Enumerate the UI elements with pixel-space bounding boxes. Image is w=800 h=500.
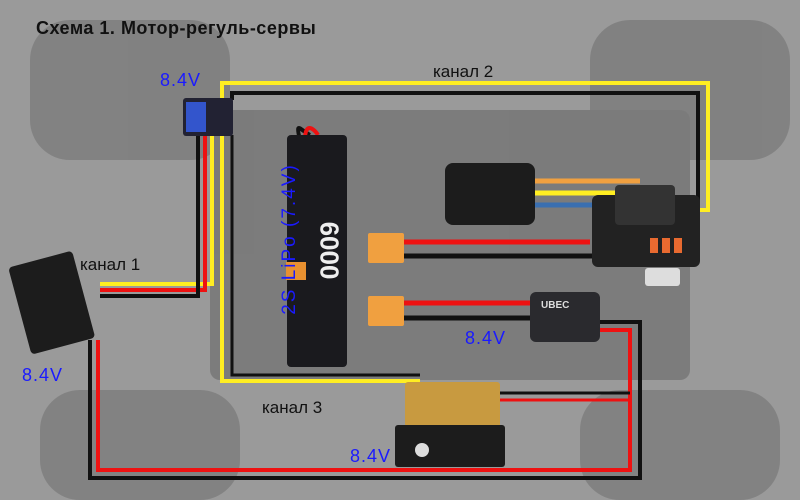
wire-channel-3	[220, 135, 420, 383]
channel-1-label: канал 1	[80, 255, 141, 274]
steering-servo	[9, 251, 95, 354]
battery	[286, 126, 347, 367]
diagram-title: Схема 1. Мотор-регуль-сервы	[36, 18, 317, 38]
receiver-label	[186, 102, 206, 132]
wheel-top-right	[590, 20, 790, 160]
wheel-bottom-right	[580, 390, 780, 500]
bottom-servo-voltage: 8.4V	[350, 446, 392, 466]
bottom-servo	[395, 382, 505, 467]
channel-2-label: канал 2	[433, 62, 494, 81]
battery-capacity: 6000	[314, 221, 345, 280]
ubec-brand: UBEC	[541, 300, 570, 311]
wire-motor	[530, 178, 640, 208]
wheel-top-left	[30, 20, 230, 160]
xt60-connector-esc	[368, 233, 404, 263]
xt60-connector-ubec	[368, 296, 404, 326]
battery-label: 2S LiPo (7.4V)	[279, 163, 300, 315]
channel-3-label: канал 3	[262, 398, 323, 417]
wire-ubec-power	[88, 320, 642, 480]
esc	[592, 185, 700, 286]
wire-battery-esc	[400, 239, 600, 321]
ubec	[530, 292, 600, 342]
steering-servo-voltage: 8.4V	[22, 365, 64, 385]
wire-channel-1	[100, 135, 214, 298]
receiver-voltage: 8.4V	[160, 70, 202, 90]
wheel-bottom-left	[40, 390, 240, 500]
ubec-voltage: 8.4V	[465, 328, 507, 348]
motor	[445, 163, 535, 225]
